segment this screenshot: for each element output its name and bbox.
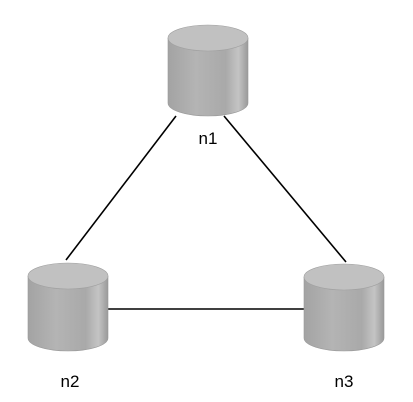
- node-label-n2: n2: [61, 372, 80, 391]
- node-label-n1: n1: [199, 129, 218, 148]
- node-label-n3: n3: [335, 372, 354, 391]
- database-cylinder-icon: [167, 24, 249, 117]
- node-n3[interactable]: n3: [303, 263, 385, 391]
- edge-n1-n3: [223, 115, 347, 263]
- node-n2[interactable]: n2: [27, 262, 109, 391]
- database-cylinder-icon: [303, 263, 385, 352]
- database-cylinder-icon: [27, 262, 109, 352]
- node-n1[interactable]: n1: [167, 24, 249, 148]
- edge-n1-n2: [65, 115, 177, 261]
- edges: [65, 115, 347, 310]
